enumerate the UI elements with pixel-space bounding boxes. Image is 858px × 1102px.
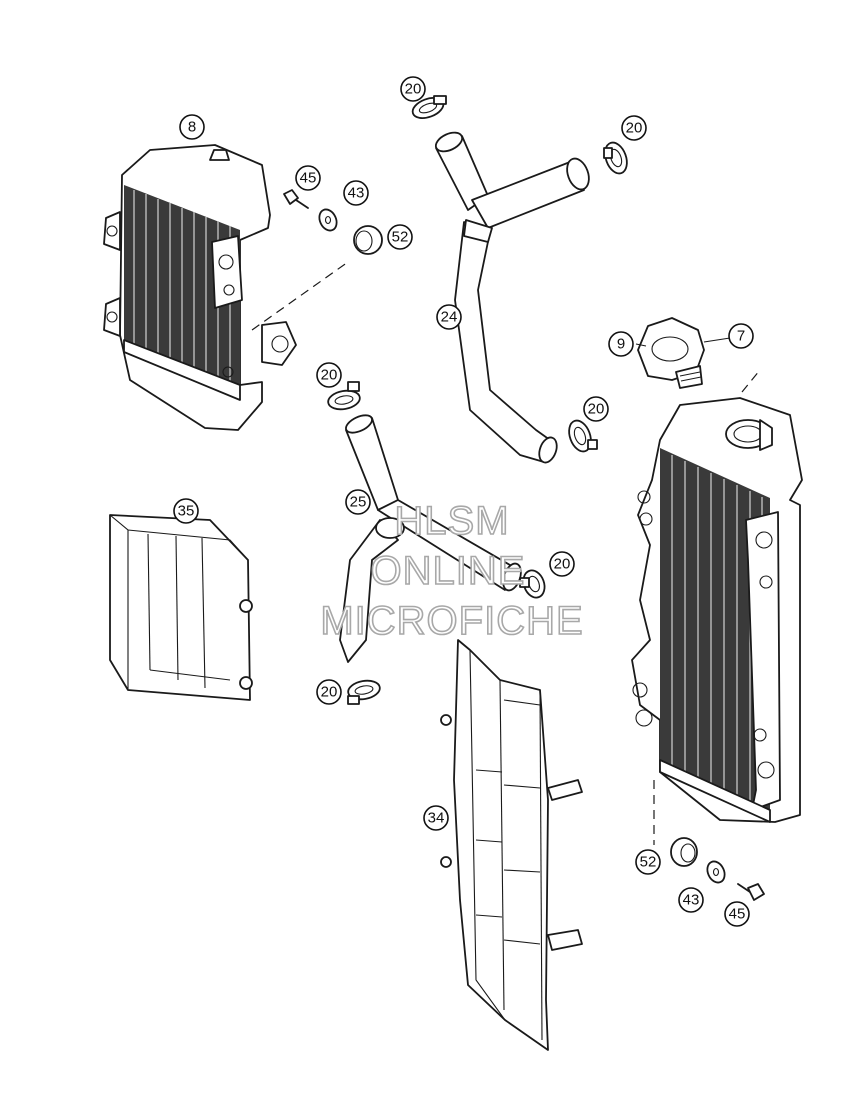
svg-text:43: 43 [683, 892, 700, 909]
callout-radiator-cap: 9 [608, 331, 634, 357]
svg-text:34: 34 [428, 810, 445, 827]
screw-right [737, 883, 765, 901]
svg-text:20: 20 [588, 401, 605, 418]
washer-left [318, 208, 338, 232]
svg-text:52: 52 [392, 229, 409, 246]
callout-upper-hose: 24 [436, 304, 462, 330]
svg-text:20: 20 [321, 367, 338, 384]
callout-grommet-right: 52 [635, 849, 661, 875]
clamp-mid-left [327, 381, 361, 411]
callout-right-shroud: 34 [423, 805, 449, 831]
watermark-line-3: MICROFICHE [320, 599, 583, 643]
grommet-right [670, 837, 698, 867]
left-radiator-fins [133, 190, 231, 381]
callout-clamp-bottom-left: 20 [316, 679, 342, 705]
right-radiator [631, 369, 803, 845]
svg-text:24: 24 [441, 309, 458, 326]
left-radiator [103, 144, 349, 431]
svg-text:45: 45 [300, 170, 317, 187]
right-shroud [440, 639, 583, 1051]
washer-right [706, 860, 726, 884]
leader-lines [635, 337, 731, 347]
svg-text:43: 43 [348, 185, 365, 202]
svg-text:20: 20 [554, 556, 571, 573]
callout-screw-right: 45 [724, 901, 750, 927]
callout-clamp-top-left: 20 [400, 76, 426, 102]
watermark: HLSM ONLINE MICROFICHE [320, 498, 584, 644]
left-shroud [109, 514, 253, 701]
svg-text:35: 35 [178, 503, 195, 520]
svg-text:9: 9 [617, 336, 625, 353]
callout-left-radiator: 8 [179, 114, 205, 140]
callout-right-radiator: 7 [728, 323, 754, 349]
callout-grommet-left: 52 [387, 224, 413, 250]
lower-hose [339, 414, 522, 663]
svg-text:45: 45 [729, 906, 746, 923]
svg-text:20: 20 [626, 120, 643, 137]
callout-screw-left: 45 [295, 165, 321, 191]
callout-clamp-mid-right: 20 [583, 396, 609, 422]
callout-washer-right: 43 [678, 887, 704, 913]
radiator-cap [637, 317, 705, 389]
clamp-mid-right [568, 419, 598, 453]
watermark-line-2: ONLINE [371, 549, 526, 593]
callout-washer-left: 43 [343, 180, 369, 206]
clamp-bottom-left [347, 679, 381, 705]
callout-clamp-top-right: 20 [621, 115, 647, 141]
upper-hose [434, 131, 590, 464]
callout-clamp-lower-right: 20 [549, 551, 575, 577]
clamp-lower-right [519, 569, 546, 599]
clamp-top-left [411, 95, 447, 119]
grommet-left [353, 225, 383, 255]
svg-text:25: 25 [350, 494, 367, 511]
clamp-top-right [603, 141, 628, 175]
svg-text:52: 52 [640, 854, 657, 871]
svg-text:20: 20 [405, 81, 422, 98]
callout-clamp-mid-left: 20 [316, 362, 342, 388]
svg-text:8: 8 [188, 119, 196, 136]
svg-text:7: 7 [737, 328, 745, 345]
callout-lower-hose: 25 [345, 489, 371, 515]
watermark-line-1: HLSM [394, 499, 509, 543]
callout-left-shroud: 35 [173, 498, 199, 524]
screw-left [283, 189, 309, 209]
svg-text:20: 20 [321, 684, 338, 701]
